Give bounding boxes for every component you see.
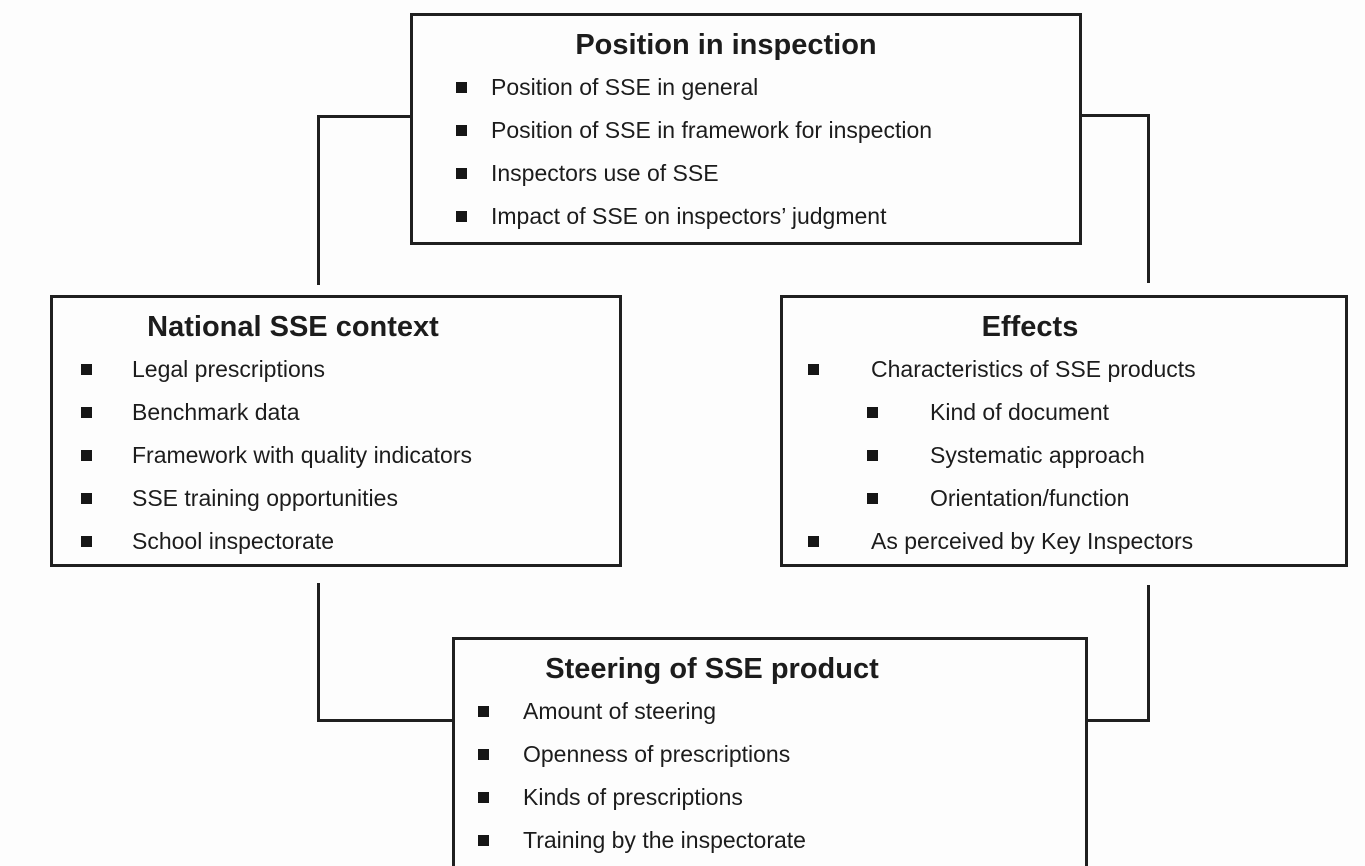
bullet-item-label: Kind of document bbox=[930, 399, 1110, 425]
bullet-item: Characteristics of SSE products bbox=[808, 348, 1345, 391]
bullet-item-label: Kinds of prescriptions bbox=[523, 784, 743, 810]
bullet-square-icon bbox=[81, 493, 92, 504]
bullet-square-icon bbox=[478, 706, 489, 717]
box-title: Position in inspection bbox=[575, 29, 877, 61]
bullet-square-icon bbox=[478, 835, 489, 846]
connector-line bbox=[1087, 719, 1150, 722]
bullet-item-label: As perceived by Key Inspectors bbox=[871, 528, 1194, 554]
bullet-item: SSE training opportunities bbox=[81, 477, 619, 520]
bullet-item: Openness of prescriptions bbox=[478, 733, 1085, 776]
bullet-item-label: School inspectorate bbox=[132, 528, 335, 554]
bullet-item-label: Legal prescriptions bbox=[132, 356, 326, 382]
bullet-square-icon bbox=[867, 493, 878, 504]
bullet-item: Impact of SSE on inspectors’ judgment bbox=[456, 195, 1079, 238]
bullet-item: Legal prescriptions bbox=[81, 348, 619, 391]
bullet-square-icon bbox=[808, 536, 819, 547]
bullet-square-icon bbox=[456, 211, 467, 222]
bullet-item: Kinds of prescriptions bbox=[478, 776, 1085, 819]
bullet-square-icon bbox=[81, 536, 92, 547]
bullet-square-icon bbox=[478, 792, 489, 803]
bullet-item-label: Inspectors use of SSE bbox=[491, 160, 719, 186]
bullet-item-label: Systematic approach bbox=[930, 442, 1145, 468]
bullet-item-label: SSE training opportunities bbox=[132, 485, 398, 511]
bullet-item-label: Amount of steering bbox=[523, 698, 717, 724]
bullet-item-label: Benchmark data bbox=[132, 399, 300, 425]
bullet-square-icon bbox=[81, 364, 92, 375]
bullet-square-icon bbox=[456, 125, 467, 136]
box-steering-of-sse-product: Steering of SSE product Amount of steeri… bbox=[452, 637, 1088, 866]
bullet-item: Inspectors use of SSE bbox=[456, 152, 1079, 195]
bullet-square-icon bbox=[808, 364, 819, 375]
connector-line bbox=[317, 583, 320, 722]
bullet-list: Characteristics of SSE products Kind of … bbox=[808, 348, 1345, 563]
bullet-list: Position of SSE in general Position of S… bbox=[456, 66, 1079, 238]
bullet-item: Position of SSE in framework for inspect… bbox=[456, 109, 1079, 152]
bullet-square-icon bbox=[478, 749, 489, 760]
connector-line bbox=[317, 719, 455, 722]
bullet-item: Training by the inspectorate bbox=[478, 819, 1085, 862]
bullet-item: School inspectorate bbox=[81, 520, 619, 563]
bullet-item: Framework with quality indicators bbox=[81, 434, 619, 477]
connector-line bbox=[1147, 585, 1150, 722]
bullet-item-label: Position of SSE in general bbox=[491, 74, 759, 100]
bullet-square-icon bbox=[81, 450, 92, 461]
bullet-item: Amount of steering bbox=[478, 690, 1085, 733]
box-national-sse-context: National SSE context Legal prescriptions… bbox=[50, 295, 622, 567]
bullet-item: Orientation/function bbox=[808, 477, 1345, 520]
bullet-list: Legal prescriptions Benchmark data Frame… bbox=[81, 348, 619, 563]
connector-line bbox=[317, 115, 320, 285]
bullet-item: Kind of document bbox=[808, 391, 1345, 434]
connector-line bbox=[317, 115, 413, 118]
connector-line bbox=[1147, 114, 1150, 283]
bullet-item-label: Impact of SSE on inspectors’ judgment bbox=[491, 203, 887, 229]
bullet-item: Systematic approach bbox=[808, 434, 1345, 477]
bullet-item: As perceived by Key Inspectors bbox=[808, 520, 1345, 563]
bullet-square-icon bbox=[456, 168, 467, 179]
bullet-item-label: Training by the inspectorate bbox=[523, 827, 806, 853]
box-effects: Effects Characteristics of SSE products … bbox=[780, 295, 1348, 567]
bullet-square-icon bbox=[81, 407, 92, 418]
connector-line bbox=[1077, 114, 1150, 117]
box-title: Steering of SSE product bbox=[545, 653, 879, 685]
bullet-item-label: Framework with quality indicators bbox=[132, 442, 473, 468]
bullet-item-label: Openness of prescriptions bbox=[523, 741, 791, 767]
box-title: National SSE context bbox=[147, 311, 439, 343]
bullet-item-label: Characteristics of SSE products bbox=[871, 356, 1196, 382]
bullet-item: Benchmark data bbox=[81, 391, 619, 434]
box-position-in-inspection: Position in inspection Position of SSE i… bbox=[410, 13, 1082, 245]
bullet-item-label: Orientation/function bbox=[930, 485, 1130, 511]
bullet-item-label: Position of SSE in framework for inspect… bbox=[491, 117, 933, 143]
bullet-list: Amount of steering Openness of prescript… bbox=[478, 690, 1085, 862]
bullet-square-icon bbox=[867, 450, 878, 461]
bullet-square-icon bbox=[456, 82, 467, 93]
box-title: Effects bbox=[981, 311, 1079, 343]
bullet-square-icon bbox=[867, 407, 878, 418]
bullet-item: Position of SSE in general bbox=[456, 66, 1079, 109]
